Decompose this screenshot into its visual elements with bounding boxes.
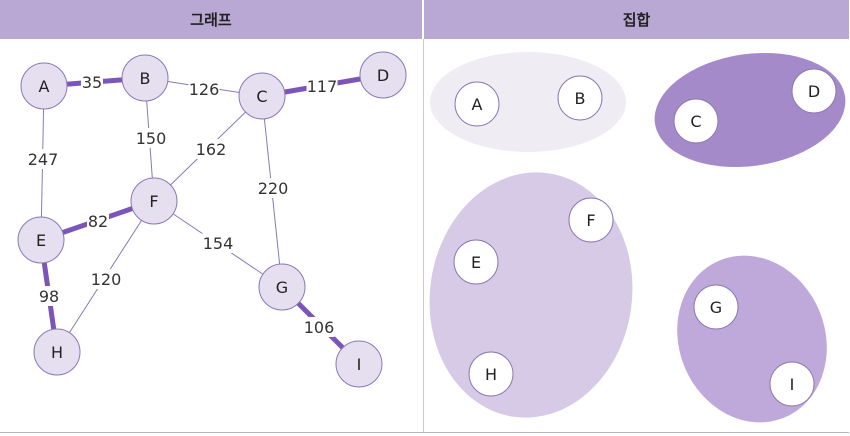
edge-label-bg-f-g	[202, 233, 234, 253]
set-node-b	[557, 75, 603, 121]
edge-label-bg-c-d	[306, 76, 338, 96]
graph-node-label-g: G	[276, 278, 288, 297]
graph-edge-labels: 35 126 117 247 150 162 220 82 154 120 98 106	[27, 72, 338, 337]
edge-label-bg-b-f	[135, 128, 167, 148]
graph-node-h	[33, 328, 81, 376]
edge-weight-a-b: 35	[82, 73, 102, 92]
edge-weight-b-c: 126	[189, 80, 220, 99]
set-group-gi	[677, 255, 827, 423]
set-node-e	[453, 239, 499, 285]
edge-weight-a-e: 247	[28, 150, 59, 169]
graph-node-label-c: C	[256, 87, 267, 106]
graph-node-c	[238, 72, 286, 120]
edge-label-bg-c-f	[195, 139, 227, 159]
edge-weight-c-g: 220	[258, 179, 289, 198]
edge-label-bg-f-h	[90, 269, 122, 289]
graph-node-a	[20, 62, 68, 110]
edge-weight-f-h: 120	[91, 270, 122, 289]
set-node-f	[568, 197, 614, 243]
set-node-label-h: H	[485, 365, 497, 384]
edge-weight-f-g: 154	[203, 234, 234, 253]
set-node-label-a: A	[472, 95, 483, 114]
graph-node-label-f: F	[149, 192, 158, 211]
graph-header: 그래프	[0, 0, 422, 39]
edge-label-bg-g-i	[303, 317, 335, 337]
graph-node-d	[359, 51, 407, 99]
edge-label-bg-b-c	[188, 79, 220, 99]
set-groups: A B C D E F H G I	[429, 52, 846, 423]
edge-weight-e-h: 98	[39, 287, 59, 306]
edge-weight-c-d: 117	[307, 77, 338, 96]
set-node-d	[791, 68, 837, 114]
graph-nodes: A B C D E F G H I	[17, 51, 407, 388]
edge-label-bg-c-g	[257, 178, 289, 198]
set-node-a	[454, 81, 500, 127]
set-node-i	[769, 361, 815, 407]
graph-node-label-a: A	[39, 77, 50, 96]
set-group-efh	[429, 172, 633, 418]
graph-node-i	[335, 340, 383, 388]
graph-node-label-d: D	[377, 66, 389, 85]
set-node-label-i: I	[790, 375, 795, 394]
edge-label-bg-e-h	[38, 286, 60, 306]
edge-label-bg-a-e	[27, 149, 59, 169]
graph-node-b	[121, 54, 169, 102]
edge-weight-c-f: 162	[196, 140, 227, 159]
edge-weight-g-i: 106	[304, 318, 335, 337]
edge-label-bg-e-f	[87, 211, 109, 231]
graph-node-f	[130, 177, 178, 225]
graph-node-g	[258, 263, 306, 311]
set-node-label-c: C	[690, 112, 701, 131]
graph-node-e	[17, 216, 65, 264]
set-node-label-d: D	[808, 82, 820, 101]
set-node-g	[693, 284, 739, 330]
graph-node-label-h: H	[51, 343, 63, 362]
set-node-label-b: B	[575, 89, 586, 108]
set-node-h	[468, 351, 514, 397]
edge-label-bg-a-b	[81, 72, 103, 92]
edge-weight-b-f: 150	[136, 129, 167, 148]
set-header: 집합	[424, 0, 849, 39]
graph-node-label-e: E	[36, 231, 46, 250]
set-node-label-f: F	[586, 211, 595, 230]
edge-weight-e-f: 82	[88, 212, 108, 231]
set-node-label-g: G	[710, 298, 722, 317]
set-node-label-e: E	[471, 253, 481, 272]
panel-divider	[423, 39, 424, 432]
set-node-c	[673, 98, 719, 144]
graph-node-label-i: I	[357, 355, 362, 374]
graph-node-label-b: B	[140, 69, 151, 88]
